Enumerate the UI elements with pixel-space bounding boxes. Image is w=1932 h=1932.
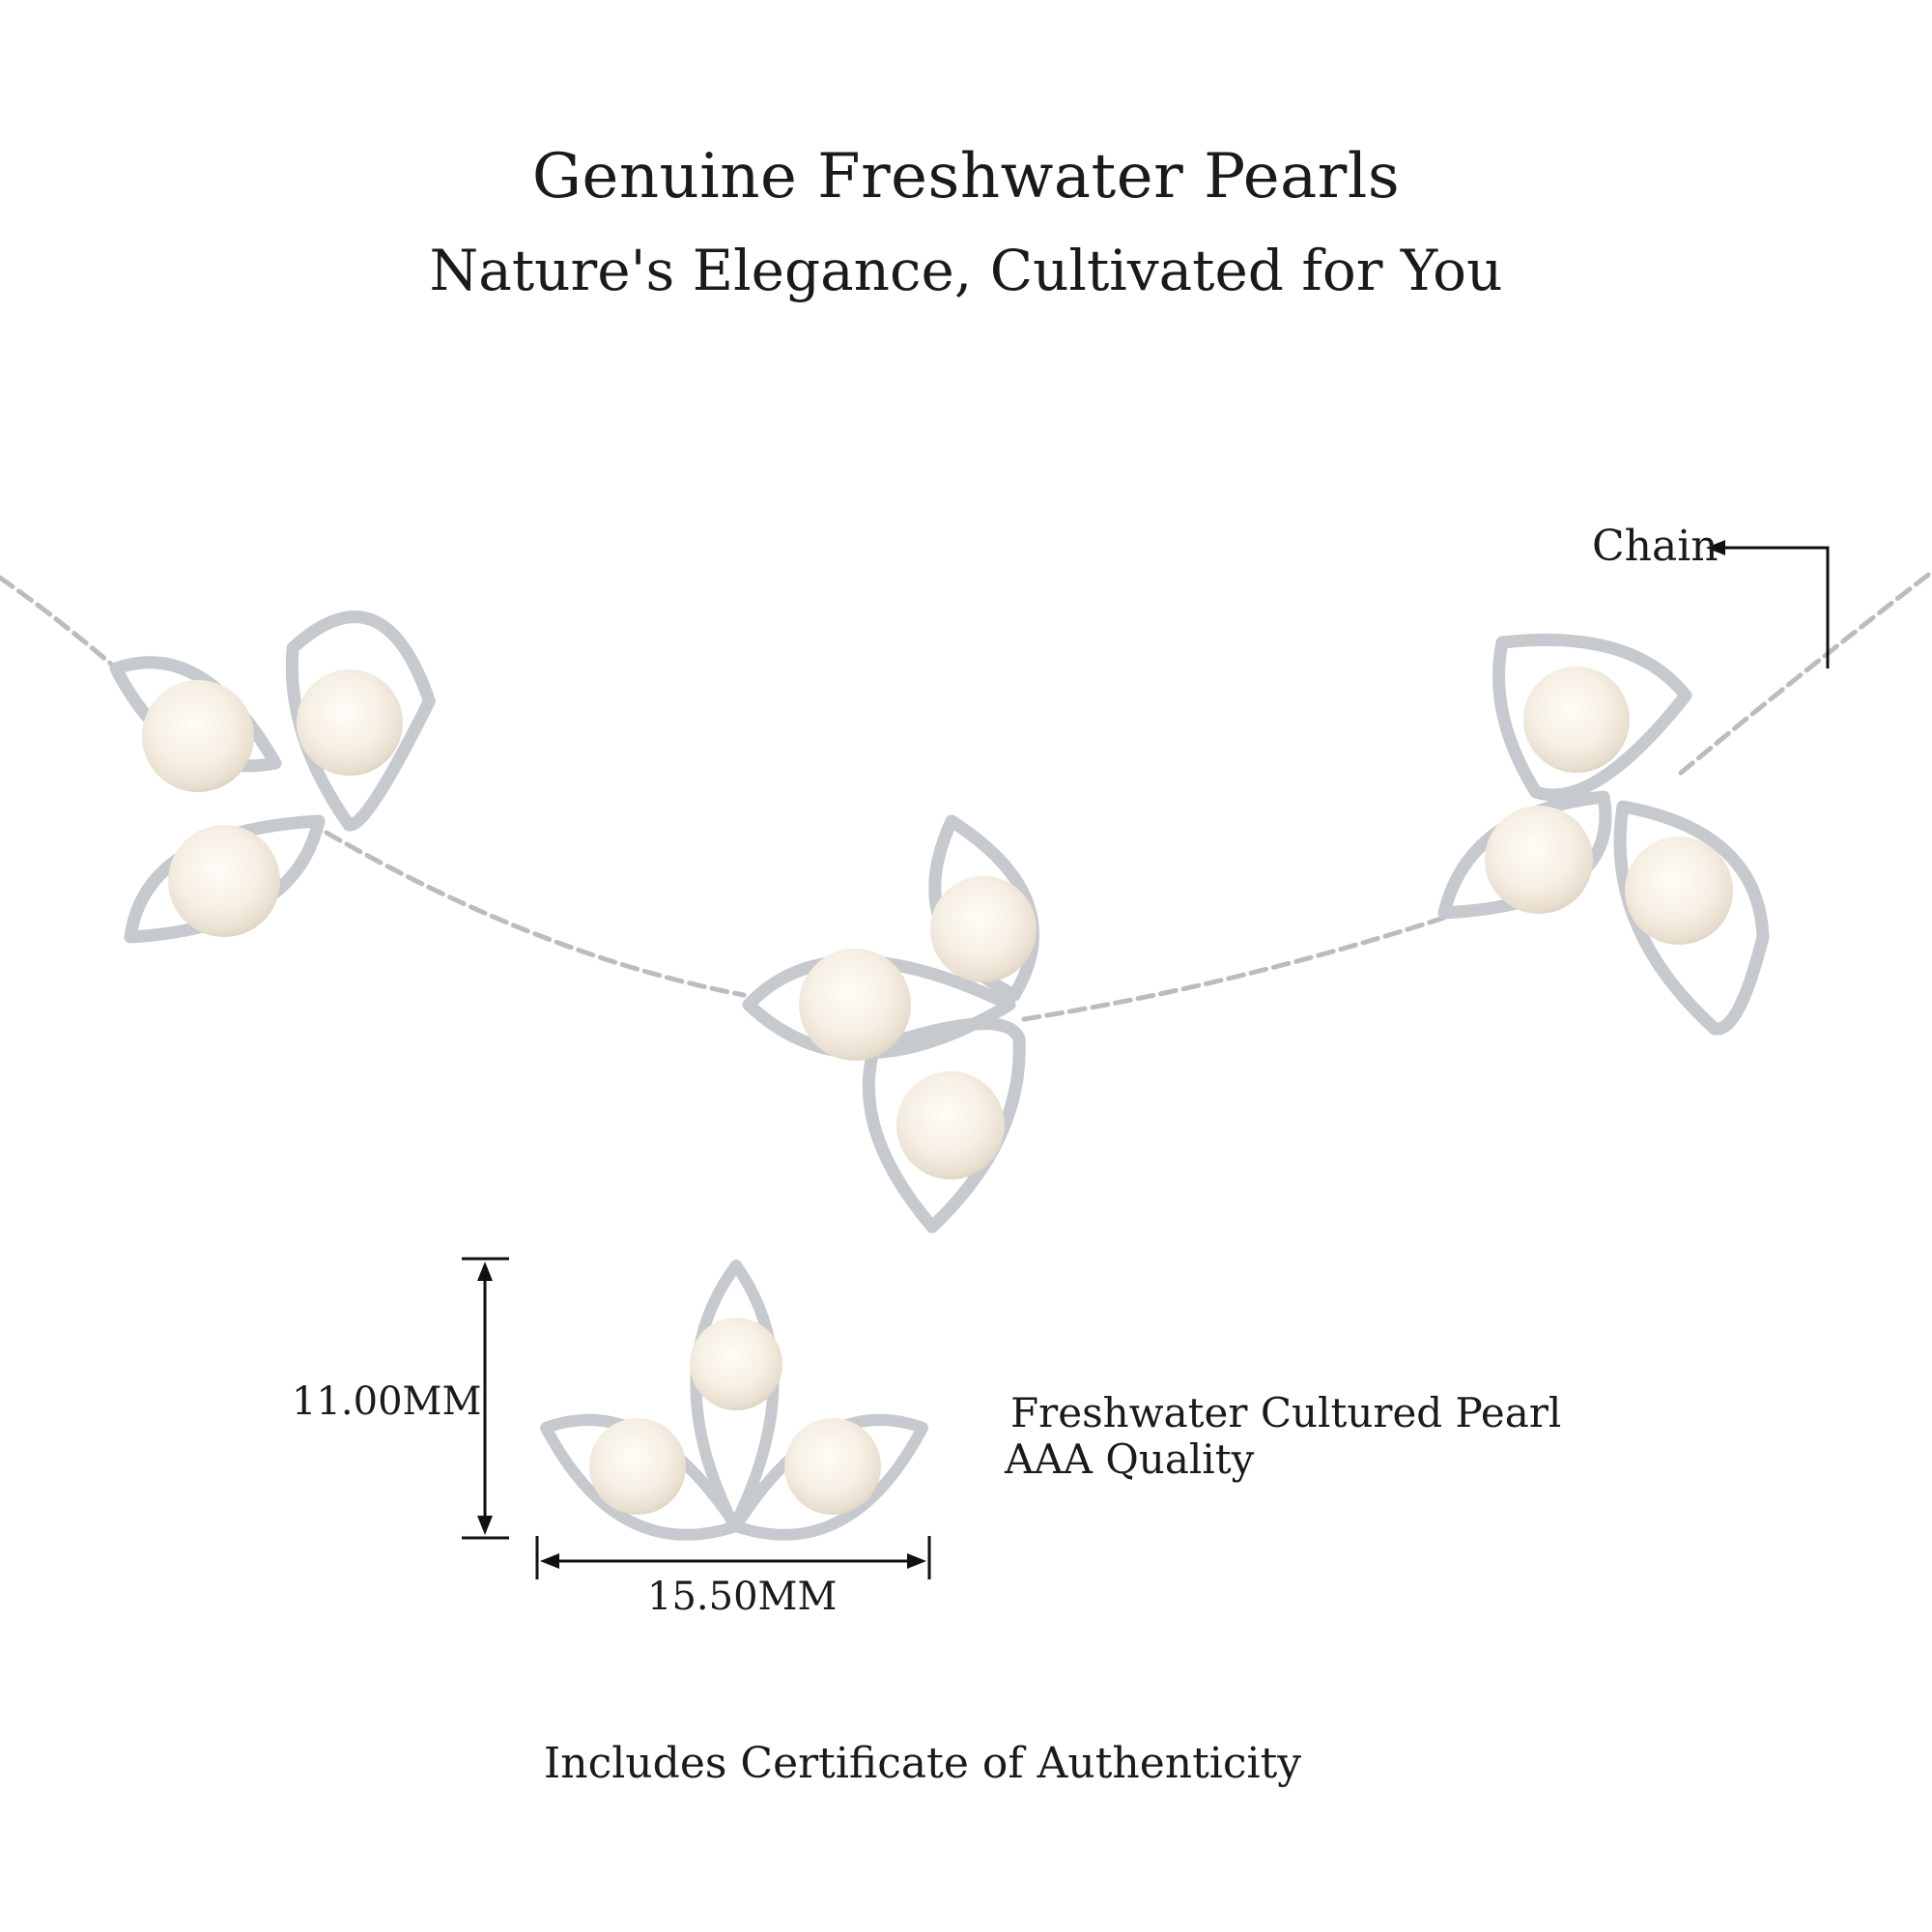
certificate-note: Includes Certificate of Authenticity [543, 1739, 1302, 1788]
width-dimension-arrow [535, 1536, 931, 1579]
necklace-pearls [142, 667, 1733, 1179]
height-dimension-label: 11.00MM [292, 1379, 482, 1424]
chain-callout-arrow [1706, 540, 1830, 668]
width-dimension-label: 15.50MM [647, 1575, 838, 1619]
necklace-chain [0, 569, 1932, 1022]
chain-label: Chain [1592, 522, 1719, 571]
page-title: Genuine Freshwater Pearls [531, 141, 1401, 213]
pendant-pearls [589, 1318, 881, 1515]
page-subtitle: Nature's Elegance, Cultivated for You [429, 238, 1503, 303]
pearl-type-label: Freshwater Cultured Pearl [1010, 1389, 1562, 1436]
height-dimension-arrow [462, 1257, 509, 1540]
pearl-quality-label: AAA Quality [1005, 1435, 1255, 1483]
